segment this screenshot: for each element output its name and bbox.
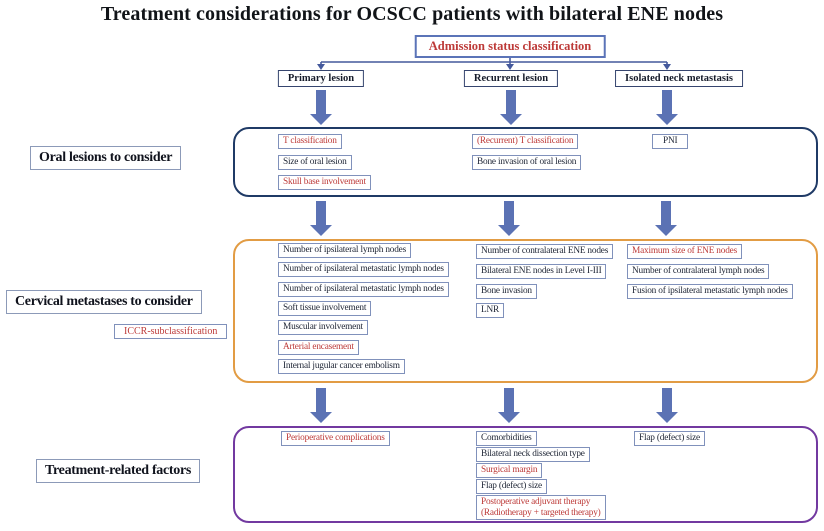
factor-box: Comorbidities xyxy=(476,431,537,446)
thick-arrow xyxy=(500,90,522,125)
factor-box: Flap (defect) size xyxy=(634,431,705,446)
factor-box: Surgical margin xyxy=(476,463,543,478)
thick-arrow xyxy=(310,90,332,125)
factor-box: Bone invasion of oral lesion xyxy=(472,155,582,170)
factor-box: Soft tissue involvement xyxy=(278,301,372,316)
factor-box: Maximum size of ENE nodes xyxy=(627,244,742,259)
factor-box: Number of ipsilateral metastatic lymph n… xyxy=(278,282,449,297)
factor-box: (Recurrent) T classification xyxy=(472,134,579,149)
section-label-oral-lesions: Oral lesions to consider xyxy=(30,146,182,170)
branch-box-isolated-neck-metastasis: Isolated neck metastasis xyxy=(615,70,743,87)
thick-arrow xyxy=(310,201,332,236)
branch-arrowheads xyxy=(317,64,671,70)
container-cervical-metastases xyxy=(233,239,818,383)
factor-box: Bilateral ENE nodes in Level I-III xyxy=(476,264,607,279)
factor-box: Bilateral neck dissection type xyxy=(476,447,590,462)
factor-box: Size of oral lesion xyxy=(278,155,352,170)
thick-arrow xyxy=(656,90,678,125)
factor-box: Perioperative complications xyxy=(281,431,390,446)
factor-box: LNR xyxy=(476,303,504,318)
thick-arrow xyxy=(498,201,520,236)
branch-box-primary-lesion: Primary lesion xyxy=(277,70,365,87)
factor-box: Number of contralateral ENE nodes xyxy=(476,244,614,259)
factor-box: Number of ipsilateral metastatic lymph n… xyxy=(278,262,449,277)
branch-box-recurrent-lesion: Recurrent lesion xyxy=(463,70,559,87)
thick-arrow xyxy=(498,388,520,423)
container-oral-lesions xyxy=(233,127,818,197)
thick-arrow xyxy=(655,201,677,236)
factor-box: Arterial encasement xyxy=(278,340,359,355)
factor-box: Postoperative adjuvant therapy (Radiothe… xyxy=(476,495,606,520)
admission-status-box: Admission status classification xyxy=(414,35,606,58)
figure-title: Treatment considerations for OCSCC patie… xyxy=(100,3,724,25)
factor-box: Skull base involvement xyxy=(278,175,371,190)
section-label-cervical-metastases: Cervical metastases to consider xyxy=(6,290,202,314)
factor-box: PNI xyxy=(652,134,689,149)
factor-box: Internal jugular cancer embolism xyxy=(278,359,405,374)
thick-flow-arrows xyxy=(310,90,678,423)
factor-box: T classification xyxy=(278,134,342,149)
factor-box: Fusion of ipsilateral metastatic lymph n… xyxy=(627,284,793,299)
section-sublabel-iccr-subclassification: ICCR-subclassification xyxy=(114,324,228,339)
factor-box: Flap (defect) size xyxy=(476,479,547,494)
factor-box: Bone invasion xyxy=(476,284,537,299)
thick-arrow xyxy=(656,388,678,423)
factor-box: Number of ipsilateral lymph nodes xyxy=(278,243,412,258)
factor-box: Number of contralateral lymph nodes xyxy=(627,264,770,279)
factor-box: Muscular involvement xyxy=(278,320,368,335)
section-label-treatment-factors: Treatment-related factors xyxy=(36,459,201,483)
container-treatment-factors xyxy=(233,426,818,523)
thick-arrow xyxy=(310,388,332,423)
